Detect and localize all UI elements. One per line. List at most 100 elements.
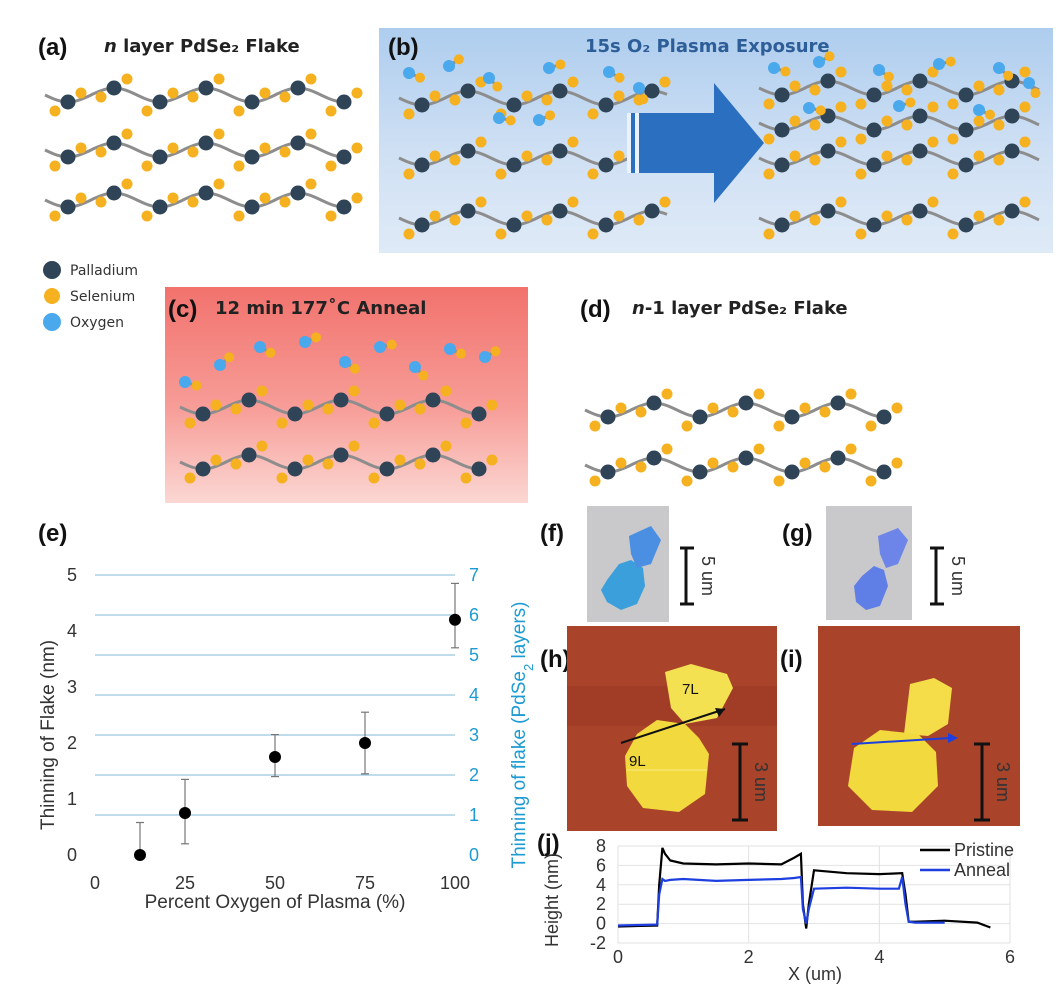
selenium-atom [256,385,268,397]
selenium-atom [789,80,801,92]
selenium-atom [891,402,903,414]
selenium-atom [615,402,627,414]
selenium-atom [855,168,867,180]
panel-f-label: (f) [540,520,564,547]
selenium-atom [927,101,939,113]
palladium-atom [336,94,352,110]
palladium-atom [876,409,892,425]
selenium-atom [855,133,867,145]
arrow-stripe [635,113,639,173]
selenium-atom [233,160,245,172]
layer-bond [398,89,668,107]
y-tick-label: 1 [67,789,77,809]
selenium-atom [429,210,441,222]
selenium-atom [95,146,107,158]
selenium-atom [809,119,821,131]
y-tick-label: 2 [596,894,606,914]
y2-tick-label: 2 [469,765,479,785]
y2-tick-label: 1 [469,805,479,825]
palladium-atom [774,217,790,233]
selenium-atom [276,472,288,484]
profile-gridlines [617,845,1011,944]
scale-bar-i: 3 um [974,742,1013,822]
selenium-atom [659,76,671,88]
y-tick-label: 0 [596,914,606,934]
selenium-atom [322,458,334,470]
oxygen-atom [444,343,456,355]
selenium-atom [1019,101,1031,113]
panel-j-label: (j) [537,830,560,857]
selenium-atom [325,160,337,172]
palladium-atom [287,406,303,422]
selenium-atom [947,228,959,240]
palladium-atom [287,461,303,477]
palladium-atom [195,406,211,422]
palladium-atom [152,94,168,110]
selenium-atom [855,98,867,110]
palladium-atom [106,80,122,96]
selenium-atom [819,406,831,418]
palladium-atom [958,157,974,173]
selenium-atom [213,178,225,190]
profile-legend: Pristine Anneal [920,840,1014,880]
selenium-atom [121,178,133,190]
selenium-atom [883,71,894,82]
palladium-atom [876,464,892,480]
palladium-atom [644,203,660,219]
selenium-atom [414,458,426,470]
selenium-atom [865,420,877,432]
selenium-atom [259,192,271,204]
layer-bond [758,149,1040,167]
selenium-atom [495,228,507,240]
selenium-atom [305,128,317,140]
selenium-atom [753,443,765,455]
palladium-atom [912,73,928,89]
palladium-atom [552,83,568,99]
scale-label-g: 5 um [948,556,968,596]
selenium-atom [349,363,360,374]
selenium-atom [279,91,291,103]
oxygen-atom [374,341,386,353]
selenium-atom [276,417,288,429]
palladium-atom [460,143,476,159]
palladium-atom [866,217,882,233]
selenium-atom [368,472,380,484]
oxygen-atom [339,356,351,368]
selenium-atom [403,228,415,240]
oxygen-atom [443,60,455,72]
palladium-atom [506,217,522,233]
selenium-atom [799,457,811,469]
palladium-atom [244,149,260,165]
selenium-atom [75,87,87,99]
selenium-atom [901,154,913,166]
selenium-atom [799,402,811,414]
selenium-atom [661,443,673,455]
selenium-atom [881,210,893,222]
afm-image-h: 7L 9L [567,626,777,831]
palladium-atom [912,143,928,159]
palladium-atom [692,409,708,425]
selenium-atom [418,370,429,381]
panel-c-layers [179,332,501,484]
selenium-atom [460,417,472,429]
palladium-atom [820,143,836,159]
panel-d-label: (d) [580,296,611,323]
selenium-atom [49,160,61,172]
palladium-atom [425,392,441,408]
selenium-atom [681,475,693,487]
selenium-atom [809,154,821,166]
afm-image-i [818,626,1020,826]
panel-b-title: 15s O₂ Plasma Exposure [585,36,830,57]
legend-pristine: Pristine [954,840,1014,860]
oxygen-atom [543,62,555,74]
oxygen-atom [254,341,266,353]
selenium-atom [789,115,801,127]
selenium-atom [707,402,719,414]
selenium-atom [486,454,498,466]
selenium-atom [661,388,673,400]
legend-palladium: Palladium [70,263,138,279]
selenium-atom [753,388,765,400]
selenium-atom [815,105,826,116]
